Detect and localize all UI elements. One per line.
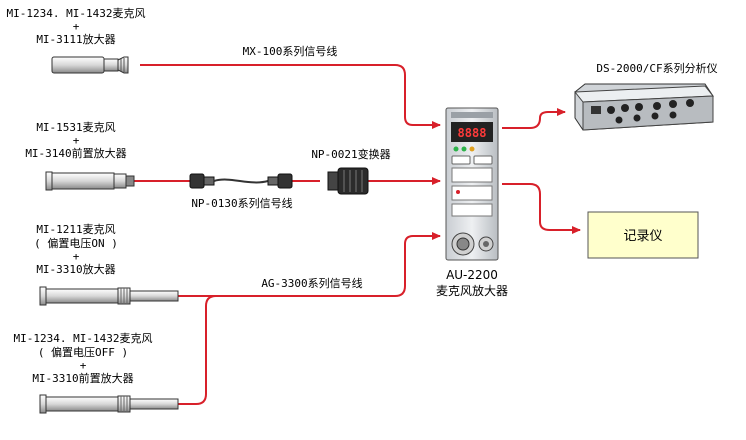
- cable-to-recorder: [502, 183, 581, 234]
- source-4-line-1: MI-1234. MI-1432麦克风: [14, 332, 153, 345]
- source-2-line-2: +: [73, 134, 80, 147]
- microphone-icon: [39, 286, 179, 306]
- amplifier-display-digits: 8888: [458, 126, 487, 140]
- analyzer-device-icon: [573, 83, 715, 131]
- source-1-line-2: +: [73, 20, 80, 33]
- amplifier-device-icon: 8888: [445, 107, 499, 261]
- microphone-icon: [39, 394, 179, 414]
- cable-label-mx100: MX-100系列信号线: [243, 44, 338, 58]
- cable-ag3300-branch: [140, 295, 217, 405]
- source-3-line-2: ( 偏置电压ON ): [34, 236, 118, 250]
- source-1-line-1: MI-1234. MI-1432麦克风: [7, 7, 146, 20]
- source-3-line-3: +: [73, 250, 80, 263]
- cable-mx100: [140, 64, 441, 129]
- source-1-label: MI-1234. MI-1432麦克风 + MI-3111放大器: [7, 7, 146, 46]
- cable-to-analyzer: [502, 108, 566, 129]
- microphone-icon: [45, 171, 135, 191]
- recorder-box: 记录仪: [587, 211, 699, 259]
- source-3-line-1: MI-1211麦克风: [36, 223, 115, 236]
- source-2-label: MI-1531麦克风 + MI-3140前置放大器: [25, 121, 126, 160]
- connector-icon: [327, 167, 369, 195]
- source-3-label: MI-1211麦克风 ( 偏置电压ON ) + MI-3310放大器: [34, 223, 118, 276]
- analyzer-label: DS-2000/CF系列分析仪: [596, 61, 717, 75]
- source-4-line-4: MI-3310前置放大器: [32, 371, 133, 385]
- cable-label-np0130: NP-0130系列信号线: [191, 196, 292, 210]
- cable-label-np0021: NP-0021变换器: [311, 147, 390, 161]
- amplifier-name-label: 麦克风放大器: [436, 283, 508, 298]
- connector-icon: [189, 173, 293, 189]
- source-2-line-1: MI-1531麦克风: [36, 121, 115, 134]
- microphone-icon: [51, 56, 129, 74]
- source-2-line-3: MI-3140前置放大器: [25, 146, 126, 160]
- source-4-line-3: +: [80, 359, 87, 372]
- source-4-label: MI-1234. MI-1432麦克风 ( 偏置电压OFF ) + MI-331…: [14, 332, 153, 385]
- source-1-line-3: MI-3111放大器: [36, 32, 115, 46]
- cable-lines: [133, 64, 581, 405]
- source-3-line-4: MI-3310放大器: [36, 262, 115, 276]
- source-4-line-2: ( 偏置电压OFF ): [38, 345, 128, 359]
- amplifier-model-label: AU-2200: [446, 268, 498, 282]
- cable-label-ag3300: AG-3300系列信号线: [261, 276, 362, 290]
- cable-ag3300: [140, 232, 441, 297]
- recorder-label: 记录仪: [623, 229, 662, 244]
